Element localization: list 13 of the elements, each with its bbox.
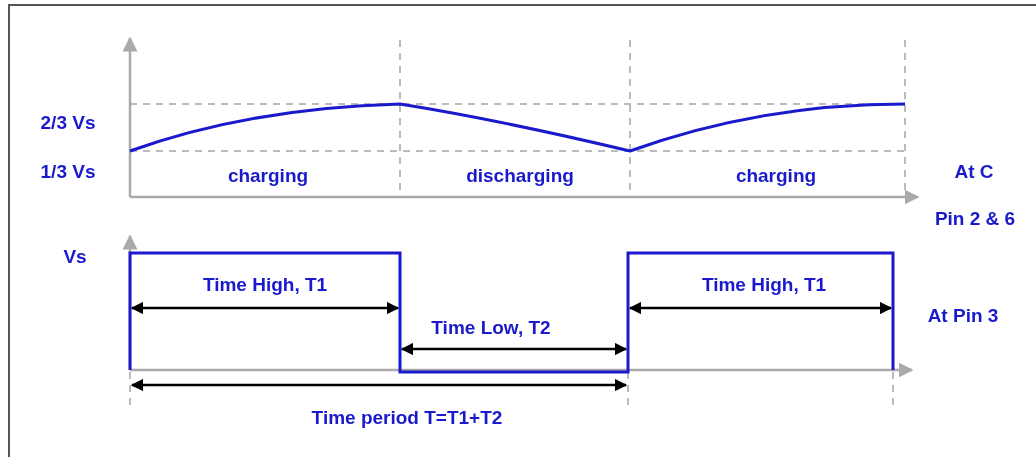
signal-label: At Pin 3 [927, 305, 999, 327]
dimension-label: Time Low, T2 [431, 317, 551, 339]
signal-label: At C [954, 161, 994, 183]
phase-label: charging [227, 165, 309, 187]
signal-label: Pin 2 & 6 [934, 208, 1016, 230]
phase-label: charging [735, 165, 817, 187]
phase-label: discharging [466, 165, 574, 187]
dimension-label: Time period T=T1+T2 [311, 407, 503, 429]
axis-label: Vs [63, 246, 87, 268]
axis-label: 1/3 Vs [40, 161, 96, 183]
axis-label: 2/3 Vs [40, 112, 96, 134]
dimension-label: Time High, T1 [701, 274, 827, 296]
dimension-label: Time High, T1 [202, 274, 328, 296]
